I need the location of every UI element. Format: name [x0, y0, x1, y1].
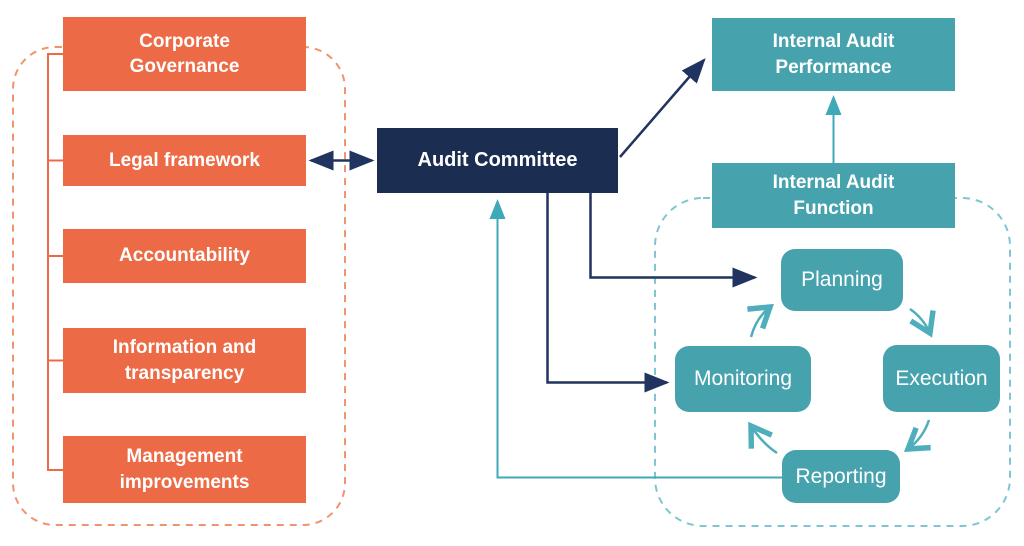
node-information-transparency: Information and transparency [63, 328, 306, 393]
node-legal-framework: Legal framework [63, 135, 306, 186]
node-internal-audit-performance: Internal Audit Performance [712, 18, 955, 91]
arrow-planning-execution [909, 307, 936, 338]
node-monitoring: Monitoring [675, 346, 811, 412]
connector-committee-monitoring [546, 193, 670, 393]
connector-committee-performance [619, 58, 706, 158]
node-accountability: Accountability [63, 229, 306, 283]
node-internal-audit-function: Internal Audit Function [712, 163, 955, 228]
cycle-group-dashed-frame [654, 197, 1011, 527]
node-corporate-governance: Corporate Governance [63, 17, 306, 91]
node-management-improvements: Management improvements [63, 436, 306, 503]
node-planning: Planning [781, 249, 903, 311]
node-execution: Execution [883, 345, 1000, 412]
connector-committee-planning [589, 193, 758, 288]
arrow-monitoring-planning [747, 303, 774, 338]
arrow-reporting-monitoring [748, 421, 778, 455]
node-audit-committee: Audit Committee [377, 128, 618, 193]
node-reporting: Reporting [782, 450, 900, 503]
left-group-bracket [47, 53, 63, 471]
arrow-execution-reporting [903, 419, 931, 452]
connector-reporting-committee [489, 199, 782, 479]
